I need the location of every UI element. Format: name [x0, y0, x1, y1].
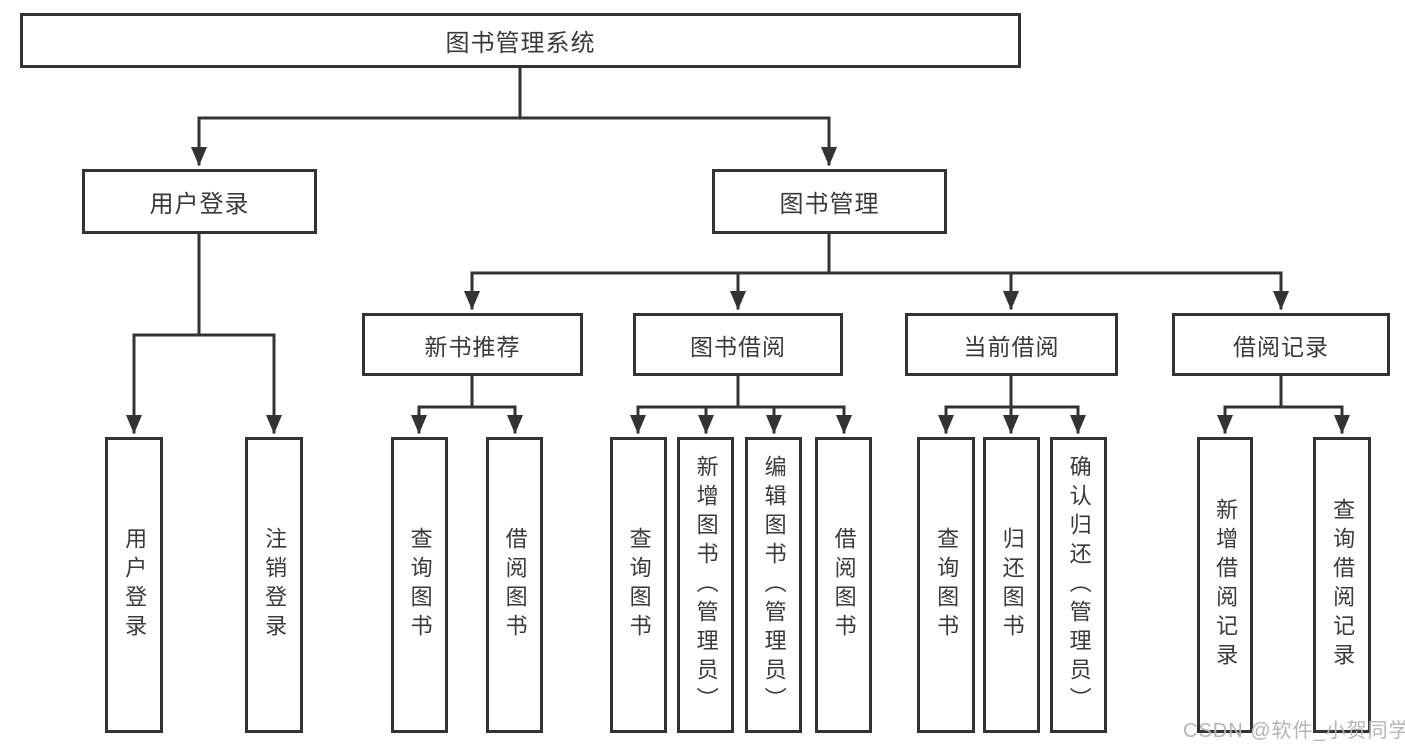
leaf-borrow-books-1: 借阅图书 [486, 437, 543, 733]
node-current-borrowing: 当前借阅 [905, 313, 1118, 376]
leaf-query-books-3: 查询图书 [917, 437, 975, 733]
node-library-management-system: 图书管理系统 [20, 13, 1021, 68]
node-user-login: 用户登录 [82, 169, 317, 234]
leaf-query-books-2: 查询图书 [610, 437, 667, 733]
leaf-query-borrow-record: 查询借阅记录 [1313, 437, 1371, 733]
leaf-return-book: 归还图书 [983, 437, 1040, 733]
leaf-query-books-1: 查询图书 [391, 437, 448, 733]
leaf-edit-book-admin: 编辑图书（管理员） [745, 437, 802, 733]
leaf-add-book-admin: 新增图书（管理员） [677, 437, 734, 733]
leaf-user-login: 用户登录 [105, 437, 163, 733]
leaf-logout: 注销登录 [245, 437, 303, 733]
node-book-borrowing: 图书借阅 [633, 313, 843, 376]
node-borrowing-records: 借阅记录 [1172, 313, 1390, 376]
leaf-borrow-books-2: 借阅图书 [815, 437, 872, 733]
node-book-management: 图书管理 [712, 169, 947, 234]
leaf-confirm-return-admin: 确认归还（管理员） [1050, 437, 1107, 733]
node-new-book-recommendation: 新书推荐 [362, 313, 583, 376]
leaf-add-borrow-record: 新增借阅记录 [1197, 437, 1253, 733]
